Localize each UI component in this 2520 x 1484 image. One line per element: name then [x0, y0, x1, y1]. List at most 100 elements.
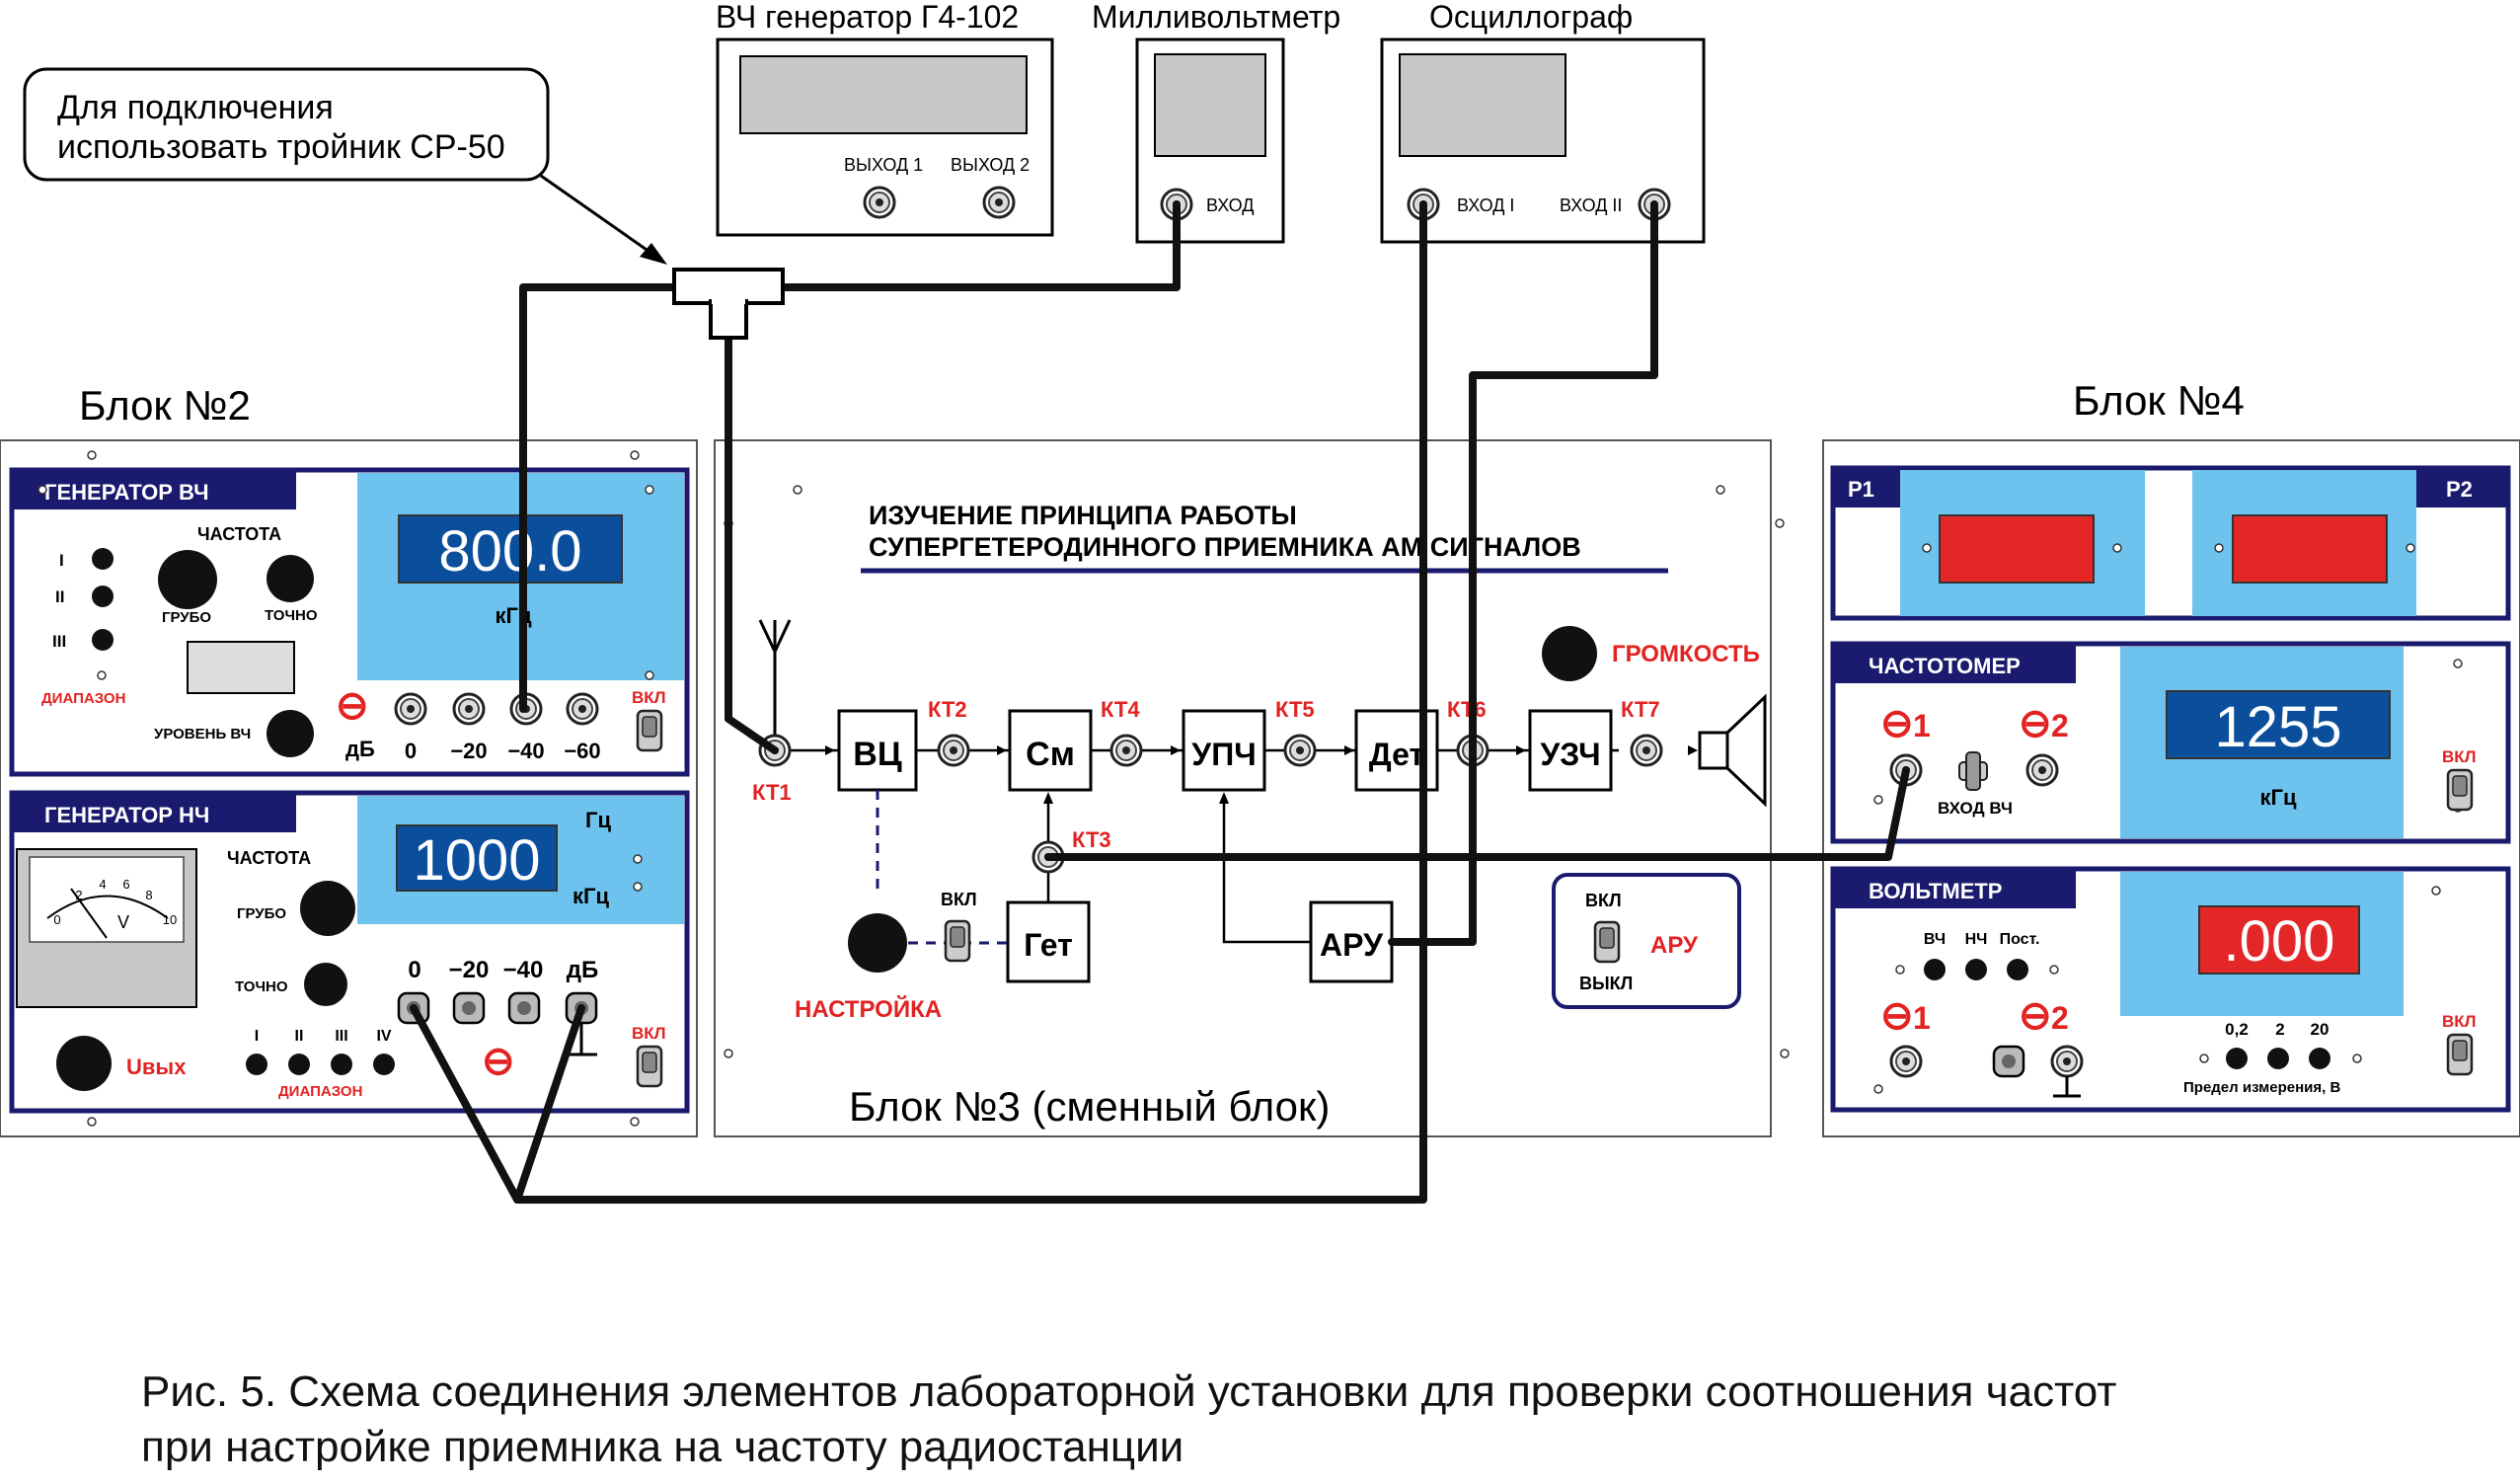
p1-label: Р1	[1848, 477, 1874, 502]
voltmeter-limit-02-button[interactable]	[2226, 1048, 2248, 1069]
hf-gen-range-button-3[interactable]	[92, 629, 114, 651]
voltmeter-power-toggle[interactable]	[2446, 1033, 2474, 1076]
tuning-label: НАСТРОЙКА	[795, 995, 942, 1023]
hf-generator-device: ВЧ генератор Г4-102 ВЫХОД 1 ВЫХОД 2	[716, 0, 1054, 237]
stage-mixer: См	[1008, 709, 1093, 792]
lf-gen-range-button-4[interactable]	[373, 1054, 395, 1075]
lf-gen-atten-db: дБ	[567, 957, 598, 983]
lf-gen-power-toggle[interactable]	[636, 1045, 663, 1088]
p2-label: Р2	[2446, 477, 2473, 502]
lf-gen-range-mark-2: II	[295, 1028, 304, 1045]
tee-connector[interactable]	[672, 268, 785, 340]
freqmeter-lcd-value: 1255	[2214, 695, 2341, 759]
voltmeter-in1-connector[interactable]	[1889, 1045, 1923, 1078]
voltmeter-limit-02: 0,2	[2225, 1020, 2249, 1039]
tp-kt7-connector[interactable]	[1630, 734, 1663, 767]
voltmeter-mode-dc-button[interactable]	[2007, 959, 2028, 980]
lf-gen-range-button-3[interactable]	[331, 1054, 352, 1075]
oscilloscope-device: Осциллограф ВХОД I ВХОД II	[1380, 0, 1706, 244]
hf-gen-output-icon: ⊖	[336, 684, 369, 728]
agc-toggle[interactable]	[1593, 920, 1621, 964]
lf-gen-meter-tick-4: 4	[99, 877, 106, 892]
hf-gen-atten-20-connector[interactable]	[452, 692, 486, 726]
p1-title-bar	[1835, 470, 1900, 508]
tp-kt4-connector[interactable]	[1109, 734, 1143, 767]
cable-osc2-to-agc	[1388, 200, 1658, 946]
lf-gen-range-button-1[interactable]	[246, 1054, 267, 1075]
hf-gen-atten-60-connector[interactable]	[566, 692, 599, 726]
voltmeter-mode-hf: ВЧ	[1924, 931, 1946, 948]
freqmeter-input-label: ВХОД ВЧ	[1938, 799, 2013, 818]
hf-gen-fine-knob[interactable]	[267, 555, 314, 602]
hf-gen-power-toggle[interactable]	[636, 709, 663, 752]
freqmeter-power-toggle[interactable]	[2446, 768, 2474, 812]
lf-gen-coarse-knob[interactable]	[300, 881, 355, 936]
stage-heterodyne-label: Гет	[1024, 927, 1073, 963]
voltmeter-mode-hf-button[interactable]	[1924, 959, 1946, 980]
hf-gen-lcd-value: 800.0	[438, 519, 581, 584]
hf-gen-atten-0: 0	[405, 739, 417, 763]
hf-gen-coarse-knob[interactable]	[158, 550, 217, 609]
lf-gen-uout-knob[interactable]	[56, 1036, 112, 1091]
voltmeter-in2-jack[interactable]	[1992, 1045, 2025, 1078]
agc-on-label: ВКЛ	[1585, 891, 1622, 910]
tuning-knob[interactable]	[848, 913, 907, 973]
millivoltmeter-screen	[1154, 53, 1266, 157]
het-power-toggle[interactable]	[944, 919, 971, 963]
freqmeter-input-switch[interactable]	[1958, 751, 1988, 791]
cable-tee-to-millivoltmeter	[779, 200, 1181, 291]
hf-gen-atten-0-connector[interactable]	[394, 692, 427, 726]
hf-gen-level-knob[interactable]	[267, 710, 314, 757]
tp-kt2-connector[interactable]	[937, 734, 970, 767]
p2-lcd	[2232, 514, 2388, 584]
voltmeter-lcd	[2198, 905, 2360, 975]
lf-gen-output-icon: ⊖	[482, 1040, 515, 1083]
lf-gen-title: ГЕНЕРАТОР НЧ	[44, 803, 209, 827]
hf-gen-atten-40: −40	[507, 739, 544, 763]
het-switch-label: ВКЛ	[941, 890, 977, 909]
agc-off-label: ВЫКЛ	[1579, 974, 1633, 993]
lf-gen-unit-khz: кГц	[573, 884, 609, 908]
tp-kt5-connector[interactable]	[1283, 734, 1317, 767]
hf-gen-title-bar	[14, 472, 296, 509]
freqmeter-title: ЧАСТОТОМЕР	[1869, 654, 2021, 678]
lf-gen-range-mark-3: III	[335, 1028, 347, 1045]
voltmeter-in1-icon: ⊖	[1880, 994, 1914, 1038]
antenna-icon	[758, 619, 792, 736]
lf-gen-fine-knob[interactable]	[304, 963, 347, 1006]
hf-gen-range-button-2[interactable]	[92, 586, 114, 607]
block2-label: Блок №2	[79, 382, 251, 429]
voltmeter-ground-connector[interactable]	[2050, 1045, 2084, 1078]
lf-gen-unit-hz: Гц	[585, 808, 611, 832]
lf-gen-jack-40[interactable]	[507, 991, 541, 1025]
hf-gen-panel: ГЕНЕРАТОР ВЧ 800.0 кГц ЧАСТОТА I II III …	[9, 467, 690, 777]
voltmeter-in2-label: 2	[2051, 1000, 2069, 1036]
block4-label: Блок №4	[2073, 377, 2245, 424]
voltmeter-mode-lf-button[interactable]	[1965, 959, 1987, 980]
freqmeter-in2-label: 2	[2051, 708, 2069, 743]
agc-switch-box: ВКЛ ВЫКЛ АРУ	[1552, 873, 1741, 1009]
hf-gen-range-mark-3: III	[52, 632, 66, 651]
freqmeter-in2-connector[interactable]	[2025, 753, 2059, 787]
lf-gen-meter-tick-2: 2	[75, 888, 82, 902]
freqmeter-on-label: ВКЛ	[2442, 747, 2477, 766]
stage-audio-amp: УЗЧ	[1528, 709, 1613, 792]
voltmeter-in2-icon: ⊖	[2019, 994, 2052, 1038]
agc-switch-label: АРУ	[1650, 932, 1699, 959]
lf-gen-unit-hz-led	[633, 854, 643, 864]
lf-gen-range-button-2[interactable]	[288, 1054, 310, 1075]
lf-gen-jack-20[interactable]	[452, 991, 486, 1025]
voltmeter-limit-20-button[interactable]	[2309, 1048, 2330, 1069]
indicator-panel: Р1 Р2	[1830, 465, 2511, 621]
freqmeter-lcd	[2166, 690, 2391, 759]
hf-generator-out2-connector[interactable]	[982, 186, 1016, 219]
hf-gen-lcd	[398, 514, 623, 584]
voltmeter-in1-label: 1	[1913, 1000, 1931, 1036]
tee-note-line2: использовать тройник СР-50	[57, 128, 505, 166]
hf-generator-out1-connector[interactable]	[863, 186, 896, 219]
voltmeter-limit-2-button[interactable]	[2267, 1048, 2289, 1069]
hf-gen-range-button-1[interactable]	[92, 548, 114, 570]
volume-knob[interactable]	[1542, 626, 1597, 681]
tp-kt4-label: КТ4	[1101, 697, 1140, 722]
lf-gen-meter-tick-8: 8	[145, 888, 152, 902]
